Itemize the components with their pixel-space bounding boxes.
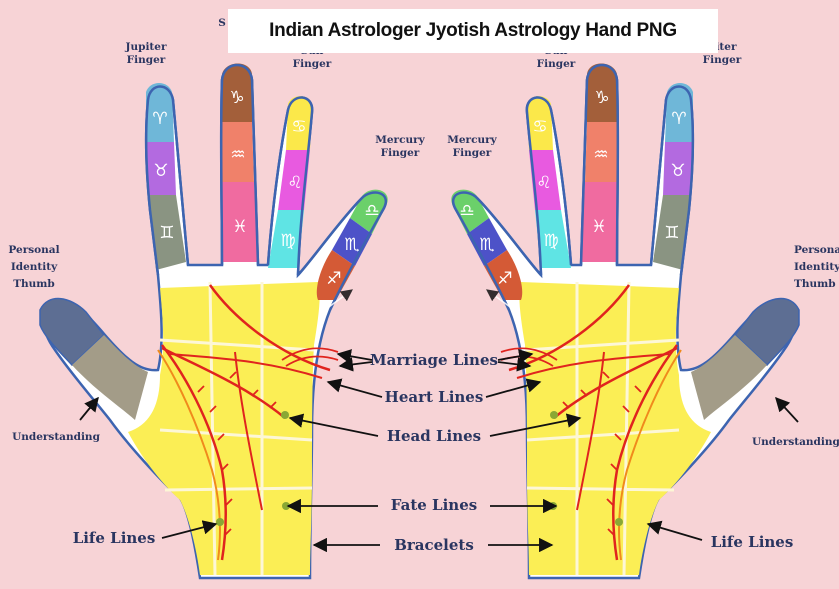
mercury-label-line2: Finger: [381, 147, 420, 159]
taurus-glyph: ♉: [153, 161, 168, 181]
life-lines-label-right: Life Lines: [711, 533, 794, 551]
mercury-label-line1: Mercury: [375, 134, 425, 146]
aquarius-glyph: ♒: [230, 145, 245, 165]
head-arrow-left: [288, 413, 379, 437]
mercury-label-line2: Finger: [453, 147, 492, 159]
finger-labels-left: Jupiter Finger S Sun Finger Mercury Fing…: [8, 17, 425, 443]
page-title: Indian Astrologer Jyotish Astrology Hand…: [269, 20, 677, 41]
aquarius-glyph: ♒: [593, 145, 608, 165]
jupiter-label-line1: Jupiter: [125, 41, 167, 53]
heart-arrow-left: [326, 378, 383, 398]
taurus-glyph: ♉: [670, 161, 685, 181]
cancer-glyph: ♋: [291, 117, 306, 137]
head-lines-label: Head Lines: [387, 427, 481, 445]
sun-label-line2: Finger: [293, 58, 332, 70]
marriage-arrow-left-1: [336, 349, 373, 364]
heart-arrow-right: [485, 378, 542, 398]
life-arrow-right: [646, 520, 703, 541]
gemini-glyph: ♊: [159, 223, 174, 243]
understanding-arrow-right: [775, 396, 799, 423]
aries-glyph: ♈: [671, 109, 686, 129]
zodiac-signs-left: ♈ ♉ ♊ ♑ ♒ ♓ ♋ ♌ ♍ ♎ ♏ ♐: [152, 88, 379, 289]
capricorn-glyph: ♑: [229, 88, 244, 108]
marriage-arrow-right-1: [497, 349, 534, 364]
life-arrow-left: [161, 520, 218, 539]
libra-glyph: ♎: [364, 201, 379, 221]
scorpio-glyph: ♏: [344, 235, 359, 255]
line-labels: Marriage Lines Heart Lines Head Lines Fa…: [73, 351, 794, 554]
marriage-arrow-right-2: [497, 357, 532, 372]
left-hand: [40, 64, 388, 579]
pisces-glyph: ♓: [232, 217, 247, 237]
virgo-glyph: ♍: [280, 231, 295, 251]
heart-lines-label: Heart Lines: [385, 388, 484, 406]
saturn-label-partial: S: [218, 17, 226, 29]
marriage-lines-label: Marriage Lines: [370, 351, 498, 369]
thumb-label-line1: Personal: [794, 244, 839, 256]
fate-lines-label: Fate Lines: [391, 496, 477, 514]
understanding-label: Understanding: [12, 431, 101, 443]
bracelets-label: Bracelets: [394, 536, 474, 554]
head-arrow-right: [489, 413, 582, 437]
life-lines-label-left: Life Lines: [73, 529, 156, 547]
thumb-label-line3: Thumb: [794, 278, 836, 290]
thumb-label-line2: Identity: [11, 261, 58, 273]
pisces-glyph: ♓: [591, 217, 606, 237]
sagittarius-glyph: ♐: [497, 269, 512, 289]
virgo-glyph: ♍: [543, 231, 558, 251]
understanding-arrow-left: [79, 396, 99, 421]
title-banner: Indian Astrologer Jyotish Astrology Hand…: [228, 9, 718, 53]
leo-glyph: ♌: [287, 173, 302, 193]
marriage-arrow-left-2: [338, 357, 373, 372]
sun-label-line2: Finger: [537, 58, 576, 70]
gemini-glyph: ♊: [664, 223, 679, 243]
pointer-arrows: [79, 349, 799, 553]
leo-glyph: ♌: [536, 173, 551, 193]
scorpio-glyph: ♏: [479, 235, 494, 255]
thumb-label-line1: Personal: [8, 244, 59, 256]
jupiter-label-line2: Finger: [127, 54, 166, 66]
right-hand: [451, 64, 799, 579]
zodiac-signs-right: ♈ ♉ ♊ ♑ ♒ ♓ ♋ ♌ ♍ ♎ ♏ ♐: [459, 88, 686, 289]
capricorn-glyph: ♑: [594, 88, 609, 108]
jupiter-label-line2: Finger: [703, 54, 742, 66]
mercury-label-line1: Mercury: [447, 134, 497, 146]
libra-glyph: ♎: [459, 201, 474, 221]
aries-glyph: ♈: [152, 109, 167, 129]
understanding-label: Understanding: [752, 436, 839, 448]
thumb-label-line3: Thumb: [13, 278, 55, 290]
cancer-glyph: ♋: [532, 117, 547, 137]
thumb-label-line2: Identity: [794, 261, 839, 273]
sagittarius-glyph: ♐: [326, 269, 341, 289]
